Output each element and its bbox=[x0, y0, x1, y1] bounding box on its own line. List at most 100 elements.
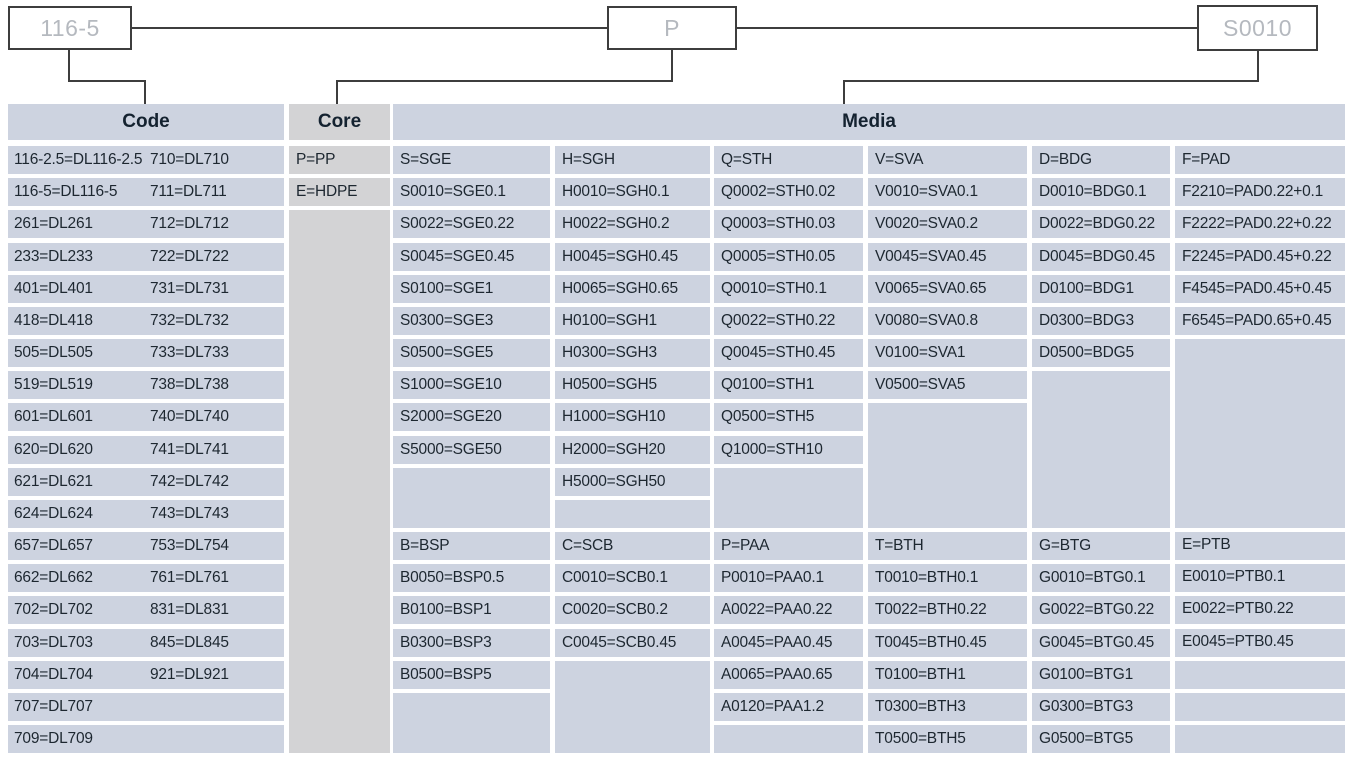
media-mapping: C0010=SCB0.1 bbox=[562, 569, 668, 586]
media-cell: C0045=SCB0.45 bbox=[555, 629, 710, 657]
core-mapping: P=PP bbox=[296, 151, 336, 168]
media-cell: H0045=SGH0.45 bbox=[555, 243, 710, 271]
media-cell: Q0002=STH0.02 bbox=[714, 178, 863, 206]
media-mapping: H0500=SGH5 bbox=[562, 376, 657, 393]
core-cell: P=PP bbox=[289, 146, 390, 174]
code-mapping: 738=DL738 bbox=[150, 376, 229, 393]
core-cell: E=HDPE bbox=[289, 178, 390, 206]
media-mapping: S2000=SGE20 bbox=[400, 408, 502, 425]
media-cell: Q0045=STH0.45 bbox=[714, 339, 863, 367]
connector-line bbox=[68, 50, 70, 82]
media-cell: C0010=SCB0.1 bbox=[555, 564, 710, 592]
media-cell: E0045=PTB0.45 bbox=[1175, 629, 1345, 657]
code-mapping: 116-5=DL116-5 bbox=[14, 183, 118, 200]
media-mapping: E0022=PTB0.22 bbox=[1182, 600, 1294, 617]
media-cell: V0500=SVA5 bbox=[868, 371, 1027, 399]
code-mapping: 921=DL921 bbox=[150, 666, 229, 683]
media-mapping: S0500=SGE5 bbox=[400, 344, 494, 361]
code-mapping: 601=DL601 bbox=[14, 408, 93, 425]
empty-cell bbox=[714, 725, 863, 753]
code-mapping: 624=DL624 bbox=[14, 505, 93, 522]
empty-cell bbox=[1032, 371, 1170, 528]
media-cell: D0300=BDG3 bbox=[1032, 307, 1170, 335]
media-mapping: Q0002=STH0.02 bbox=[721, 183, 836, 200]
media-mapping: G0300=BTG3 bbox=[1039, 698, 1134, 715]
media-mapping: V0065=SVA0.65 bbox=[875, 280, 987, 297]
media-cell: Q0100=STH1 bbox=[714, 371, 863, 399]
media-mapping: G0100=BTG1 bbox=[1039, 666, 1134, 683]
media-mapping: E=PTB bbox=[1182, 536, 1231, 553]
code-mapping: 710=DL710 bbox=[150, 151, 229, 168]
media-cell: Q0022=STH0.22 bbox=[714, 307, 863, 335]
code-mapping: 519=DL519 bbox=[14, 376, 93, 393]
connector-line bbox=[336, 80, 338, 104]
media-mapping: V0020=SVA0.2 bbox=[875, 215, 978, 232]
media-cell: A0045=PAA0.45 bbox=[714, 629, 863, 657]
media-mapping: H1000=SGH10 bbox=[562, 408, 666, 425]
media-cell: E0022=PTB0.22 bbox=[1175, 596, 1345, 624]
code-mapping: 707=DL707 bbox=[14, 698, 93, 715]
media-cell: T0300=BTH3 bbox=[868, 693, 1027, 721]
media-mapping: V0080=SVA0.8 bbox=[875, 312, 978, 329]
header-code: Code bbox=[8, 104, 284, 140]
connector-line bbox=[843, 80, 1259, 82]
media-mapping: S0010=SGE0.1 bbox=[400, 183, 506, 200]
code-cell: 707=DL707 bbox=[8, 693, 284, 721]
media-mapping: G0022=BTG0.22 bbox=[1039, 601, 1155, 618]
code-mapping: 233=DL233 bbox=[14, 248, 93, 265]
media-cell: Q0003=STH0.03 bbox=[714, 210, 863, 238]
empty-cell bbox=[393, 693, 550, 753]
code-mapping: 712=DL712 bbox=[150, 215, 229, 232]
media-cell: S0045=SGE0.45 bbox=[393, 243, 550, 271]
media-cell: S0022=SGE0.22 bbox=[393, 210, 550, 238]
media-cell: H0300=SGH3 bbox=[555, 339, 710, 367]
code-mapping: 709=DL709 bbox=[14, 730, 93, 747]
media-mapping: Q0045=STH0.45 bbox=[721, 344, 836, 361]
media-mapping: B0050=BSP0.5 bbox=[400, 569, 505, 586]
media-cell: C=SCB bbox=[555, 532, 710, 560]
media-cell: G0045=BTG0.45 bbox=[1032, 629, 1170, 657]
code-mapping: 831=DL831 bbox=[150, 601, 229, 618]
media-cell: D0045=BDG0.45 bbox=[1032, 243, 1170, 271]
code-mapping: 743=DL743 bbox=[150, 505, 229, 522]
media-cell: V0100=SVA1 bbox=[868, 339, 1027, 367]
media-cell: T0022=BTH0.22 bbox=[868, 596, 1027, 624]
empty-cell bbox=[1175, 725, 1345, 753]
media-mapping: D0010=BDG0.1 bbox=[1039, 183, 1147, 200]
media-cell: Q0010=STH0.1 bbox=[714, 275, 863, 303]
media-cell: Q0500=STH5 bbox=[714, 403, 863, 431]
media-cell: Q=STH bbox=[714, 146, 863, 174]
code-mapping: 401=DL401 bbox=[14, 280, 93, 297]
media-mapping: F2245=PAD0.45+0.22 bbox=[1182, 248, 1332, 265]
media-mapping: Q0100=STH1 bbox=[721, 376, 815, 393]
code-mapping: 703=DL703 bbox=[14, 634, 93, 651]
media-cell: H0500=SGH5 bbox=[555, 371, 710, 399]
media-cell: H0022=SGH0.2 bbox=[555, 210, 710, 238]
media-cell: H=SGH bbox=[555, 146, 710, 174]
media-cell: G0022=BTG0.22 bbox=[1032, 596, 1170, 624]
media-cell: D0500=BDG5 bbox=[1032, 339, 1170, 367]
media-cell: G=BTG bbox=[1032, 532, 1170, 560]
media-cell: V0080=SVA0.8 bbox=[868, 307, 1027, 335]
code-mapping: 732=DL732 bbox=[150, 312, 229, 329]
media-cell: T=BTH bbox=[868, 532, 1027, 560]
code-mapping: 261=DL261 bbox=[14, 215, 93, 232]
code-cell: 624=DL624 743=DL743 bbox=[8, 500, 284, 528]
header-media-label: Media bbox=[842, 111, 896, 132]
media-cell: B=BSP bbox=[393, 532, 550, 560]
connector-line bbox=[1257, 51, 1259, 82]
media-cell: G0100=BTG1 bbox=[1032, 661, 1170, 689]
media-mapping: V0500=SVA5 bbox=[875, 376, 966, 393]
media-mapping: A0022=PAA0.22 bbox=[721, 601, 833, 618]
media-cell: T0100=BTH1 bbox=[868, 661, 1027, 689]
media-mapping: H0010=SGH0.1 bbox=[562, 183, 670, 200]
media-cell: B0100=BSP1 bbox=[393, 596, 550, 624]
